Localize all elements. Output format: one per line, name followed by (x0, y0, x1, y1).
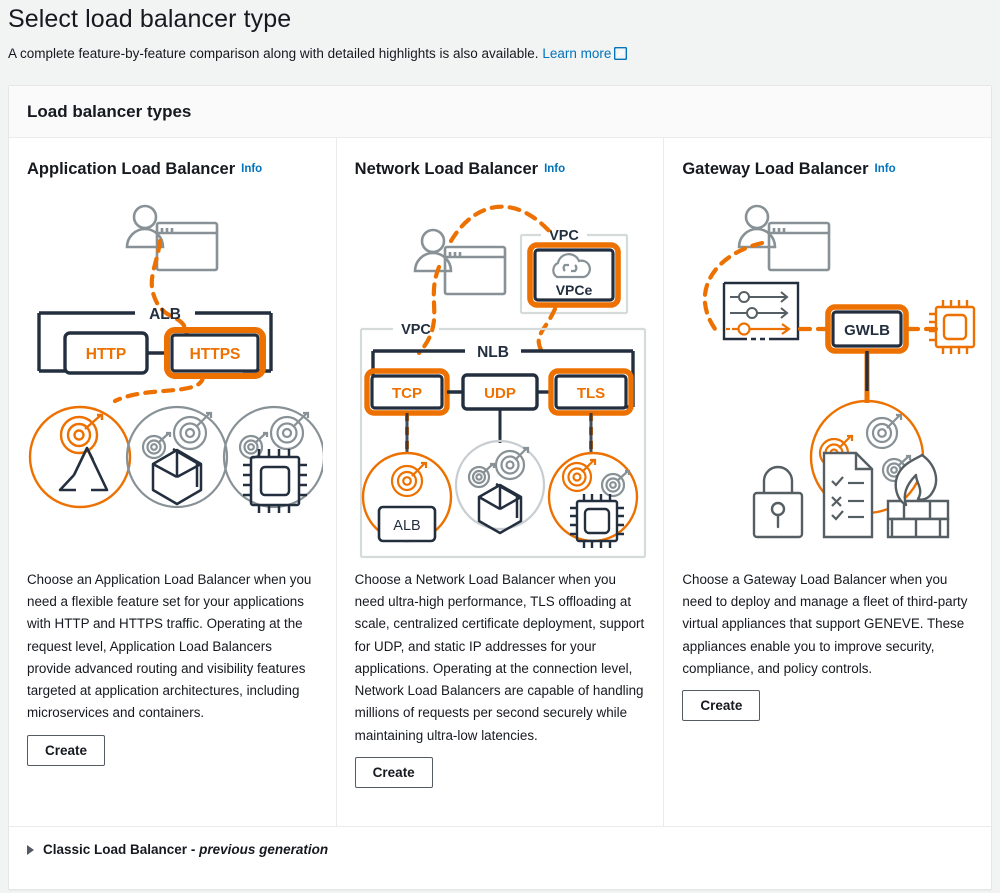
card-description-gwlb: Choose a Gateway Load Balancer when you … (682, 571, 968, 676)
gwlb-box: GWLB (825, 304, 910, 354)
protocol-box-tls: TLS (547, 368, 634, 416)
flow-line-user-to-vpce (448, 204, 553, 243)
card-title-label: Application Load Balancer (27, 159, 236, 178)
vpc-label-top: VPC (549, 228, 579, 244)
user-browser-icon (738, 204, 831, 272)
appliance-chip-icon (929, 299, 976, 354)
container-icon (477, 482, 522, 535)
card-title-label: Network Load Balancer (354, 159, 539, 178)
svg-text:HTTPS: HTTPS (190, 346, 241, 363)
svg-text:TCP: TCP (392, 385, 422, 402)
card-title-nlb: Network Load Balancer Info (355, 160, 646, 179)
load-balancer-types-container: Load balancer types Application Load Bal… (8, 84, 992, 890)
firewall-icon (887, 453, 950, 539)
route-table-row-highlighted (726, 322, 792, 336)
vpc-box-bottom: VPC (359, 322, 646, 558)
protocol-box-https: HTTPS (164, 326, 266, 379)
flow-line-user-to-https (149, 238, 190, 339)
external-link-icon (614, 46, 628, 66)
user-browser-icon (125, 204, 219, 272)
info-link-alb[interactable]: Info (241, 162, 263, 175)
target-group-lambda (28, 405, 132, 509)
create-button-nlb[interactable]: Create (354, 756, 433, 788)
card-gateway-load-balancer: Gateway Load Balancer Info (663, 137, 991, 826)
target-group-ec2 (547, 451, 638, 548)
card-description-nlb: Choose a Network Load Balancer when you … (354, 571, 645, 743)
svg-text:TLS: TLS (577, 385, 605, 402)
learn-more-link[interactable]: Learn more (542, 46, 611, 61)
card-title-label: Gateway Load Balancer (682, 159, 869, 178)
target-group-container (454, 439, 545, 535)
route-table-icon (723, 281, 800, 341)
page-title: Select load balancer type (8, 5, 292, 33)
card-application-load-balancer: Application Load Balancer Info (9, 138, 336, 826)
expander-subtitle: previous generation (199, 842, 329, 858)
flow-line-user-to-nlb (416, 264, 441, 355)
flow-line-https-to-target (112, 373, 206, 403)
diagram-alb: ALB HTTP HTTPS (27, 185, 323, 567)
learn-more-label: Learn more (542, 46, 612, 62)
info-link-gwlb[interactable]: Info (874, 162, 896, 175)
protocol-box-tcp: TCP (363, 368, 450, 416)
card-title-gwlb: Gateway Load Balancer Info (682, 160, 973, 179)
protocol-box-http: HTTP (63, 331, 149, 375)
expander-label: Classic Load Balancer - previous generat… (43, 842, 328, 857)
target-group-ec2 (222, 405, 323, 513)
section-heading: Load balancer types (27, 101, 192, 121)
classic-load-balancer-expander[interactable]: Classic Load Balancer - previous generat… (9, 825, 991, 873)
cards-row: Application Load Balancer Info (9, 137, 991, 826)
create-button-gwlb[interactable]: Create (682, 690, 761, 722)
nlb-group-label: NLB (477, 344, 509, 361)
svg-text:GWLB: GWLB (844, 322, 890, 339)
info-link-nlb[interactable]: Info (544, 162, 566, 175)
flow-line-user-to-route-table (703, 240, 765, 335)
ec2-chip-icon (243, 448, 307, 513)
expander-title: Classic Load Balancer - (43, 842, 196, 858)
card-title-alb: Application Load Balancer Info (27, 160, 318, 179)
page-subtitle: A complete feature-by-feature comparison… (8, 44, 992, 66)
page-header: Select load balancer type A complete fea… (0, 0, 1000, 66)
vpce-label: VPCe (555, 282, 592, 298)
svg-text:HTTP: HTTP (86, 346, 126, 363)
lambda-icon (58, 446, 109, 492)
target-group-container (125, 405, 229, 508)
card-description-alb: Choose an Application Load Balancer when… (27, 571, 312, 721)
ec2-chip-icon (569, 493, 624, 548)
vpc-label-bottom: VPC (401, 322, 431, 338)
card-network-load-balancer: Network Load Balancer Info VPC (335, 137, 664, 826)
target-group-alb: ALB (361, 451, 452, 543)
vpc-box-top: VPC (519, 228, 628, 314)
svg-text:UDP: UDP (484, 385, 516, 402)
diagram-gwlb: GWLB (682, 185, 976, 567)
target-label-alb: ALB (393, 518, 420, 534)
vpce-box: VPCe (526, 242, 621, 308)
cloud-link-icon (551, 252, 591, 278)
protocol-box-udp: UDP (460, 373, 539, 411)
container-header: Load balancer types (9, 85, 991, 138)
alb-group-label: ALB (149, 306, 181, 323)
lock-icon (753, 465, 804, 539)
page-subtitle-text: A complete feature-by-feature comparison… (8, 46, 539, 62)
diagram-nlb: VPC VPCe (355, 185, 646, 567)
create-button-alb[interactable]: Create (27, 734, 106, 766)
caret-right-icon (27, 844, 34, 855)
checklist-icon (823, 451, 874, 539)
container-icon (151, 447, 203, 506)
user-browser-icon (413, 228, 506, 296)
